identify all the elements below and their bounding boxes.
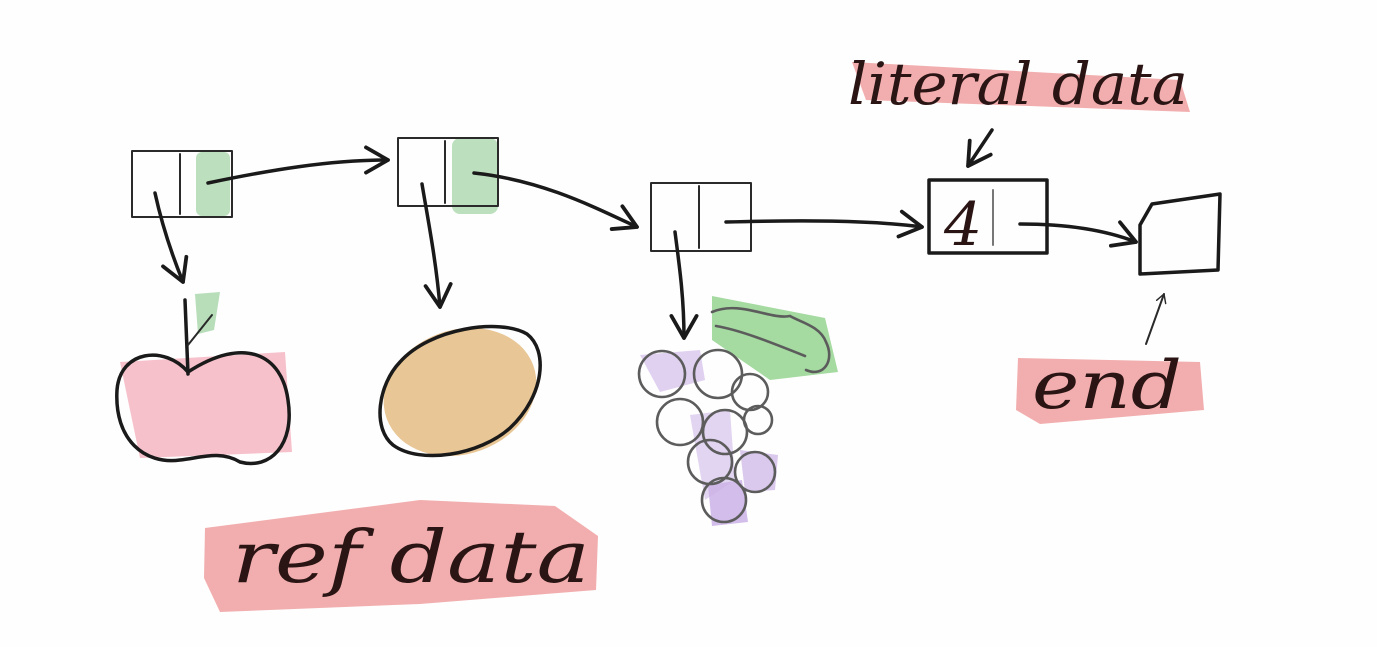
arrow-end-label-to-end-node bbox=[1145, 293, 1167, 345]
potato-icon bbox=[378, 324, 542, 458]
node-3-box bbox=[650, 182, 752, 252]
literal-data-highlight bbox=[852, 62, 1190, 112]
arrow-node-2-to-node-3 bbox=[472, 171, 639, 231]
list-node-4: 4 bbox=[927, 178, 1049, 260]
arrow-node-1-to-node-2 bbox=[206, 145, 390, 185]
end-highlight bbox=[1016, 358, 1204, 424]
arrow-node-2-to-potato bbox=[420, 182, 453, 309]
node-1-next-pointer-fill bbox=[196, 152, 230, 216]
ref-data-highlight bbox=[204, 500, 598, 612]
node-2-box bbox=[397, 137, 499, 207]
ref-data-label: ref data bbox=[232, 515, 590, 599]
list-node-2 bbox=[397, 137, 499, 214]
node-4-value: 4 bbox=[943, 190, 982, 260]
node-2-next-pointer-fill bbox=[452, 138, 498, 214]
node-1-box bbox=[131, 150, 233, 218]
arrow-literal-label-to-node-4 bbox=[966, 128, 994, 168]
list-node-1 bbox=[131, 150, 233, 218]
arrow-node-1-to-apple bbox=[153, 191, 189, 284]
list-node-3 bbox=[650, 182, 752, 252]
literal-data-label: literal data bbox=[848, 50, 1188, 118]
end-node-box bbox=[1138, 192, 1222, 276]
arrow-node-3-to-grapes bbox=[669, 230, 699, 340]
arrow-node-4-to-end bbox=[1018, 220, 1138, 248]
end-label: end bbox=[1032, 347, 1182, 424]
apple-icon bbox=[115, 292, 292, 466]
arrow-node-3-to-node-4 bbox=[724, 209, 924, 239]
node-4-box bbox=[927, 178, 1049, 255]
grapes-icon bbox=[637, 296, 838, 526]
